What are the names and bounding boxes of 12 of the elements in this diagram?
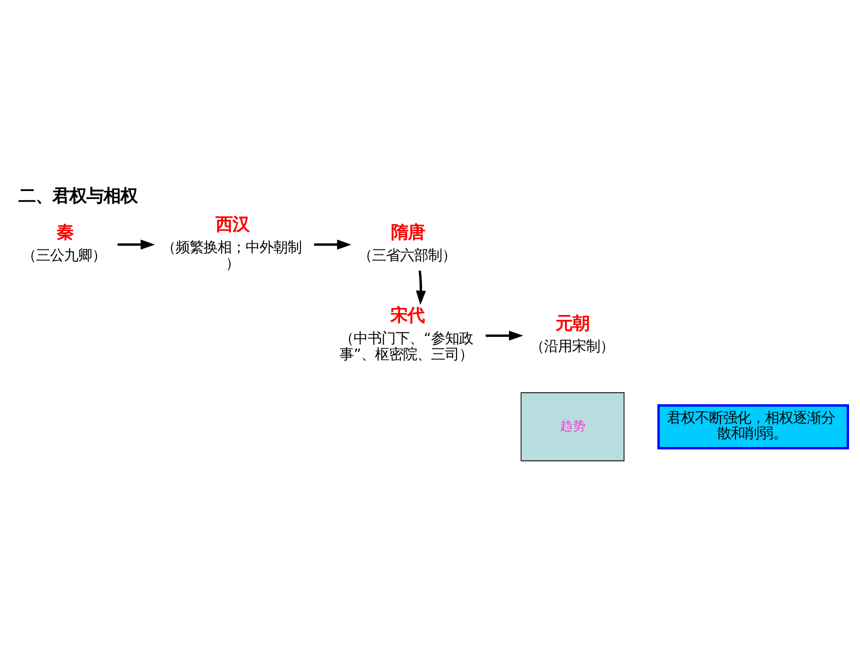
node-text: 隋唐 （三省六部制） <box>358 222 456 264</box>
arrow <box>118 239 155 250</box>
diagram-title: 二、君权与相权 <box>18 186 138 206</box>
arrow <box>314 239 352 250</box>
node-box: 君权不断强化，相权逐渐分散和削弱。 <box>657 404 850 449</box>
node-text: 宋代 （中书门下、“参知政事”、枢密院、三司） <box>340 306 474 362</box>
node-text: 秦 （三公九卿） <box>22 222 106 264</box>
arrow <box>486 330 524 340</box>
node-text: 西汉 （频繁换相；中外朝制） <box>161 214 302 272</box>
node-box: 趋势 <box>520 392 624 461</box>
arrow <box>416 270 426 304</box>
node-text: 元朝 （沿用宋制） <box>530 314 614 355</box>
